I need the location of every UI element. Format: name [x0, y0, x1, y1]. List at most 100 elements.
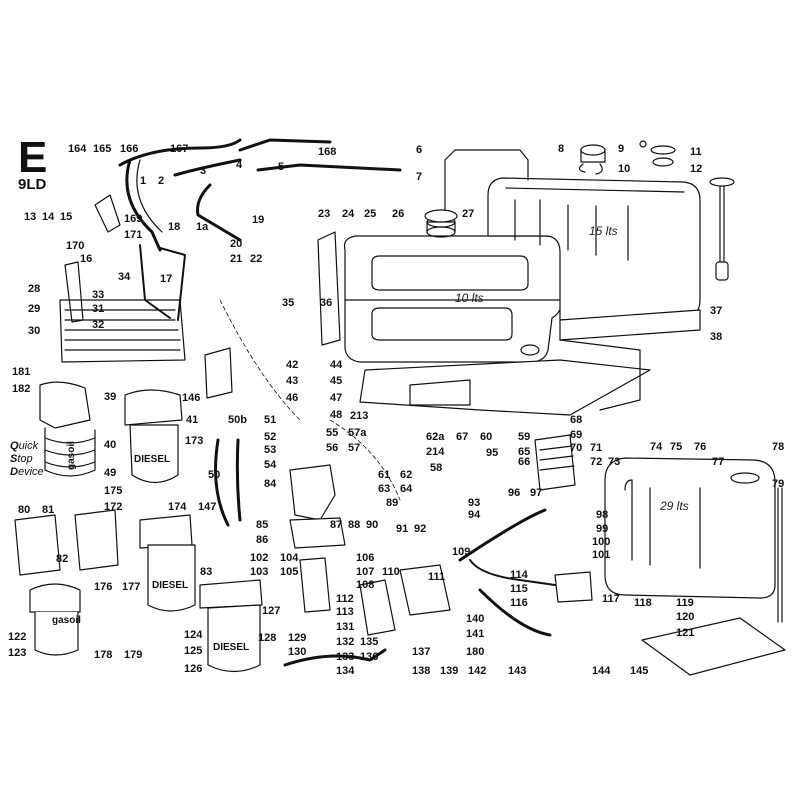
part-number-62a: 62a	[426, 431, 445, 443]
part-number-89: 89	[386, 497, 398, 509]
part-number-73: 73	[608, 456, 620, 468]
part-number-4: 4	[236, 159, 243, 171]
part-number-104: 104	[280, 552, 299, 564]
part-number-59: 59	[518, 431, 530, 443]
part-number-167: 167	[170, 143, 188, 155]
part-number-108: 108	[356, 579, 374, 591]
part-number-27: 27	[462, 208, 474, 220]
part-number-123: 123	[8, 647, 26, 659]
part-number-100: 100	[592, 536, 610, 548]
part-number-50b: 50b	[228, 414, 247, 426]
part-number-41: 41	[186, 414, 198, 426]
part-number-137: 137	[412, 646, 430, 658]
part-number-8: 8	[558, 143, 564, 155]
part-number-173: 173	[185, 435, 203, 447]
part-number-50: 50	[208, 469, 220, 481]
part-number-11: 11	[690, 146, 702, 158]
part-number-146: 146	[182, 392, 200, 404]
part-number-117: 117	[602, 593, 620, 605]
part-number-43: 43	[286, 375, 298, 387]
part-number-78: 78	[772, 441, 784, 453]
part-number-85: 85	[256, 519, 268, 531]
part-number-136: 136	[360, 651, 378, 663]
part-number-97: 97	[530, 487, 542, 499]
part-number-61: 61	[378, 469, 390, 481]
part-number-1: 1	[140, 175, 146, 187]
part-number-116: 116	[510, 597, 528, 609]
filter-brand-diesel-3: DIESEL	[213, 642, 249, 653]
part-number-113: 113	[336, 606, 354, 618]
part-number-28: 28	[28, 283, 40, 295]
part-number-177: 177	[122, 581, 140, 593]
part-number-141: 141	[466, 628, 484, 640]
part-number-125: 125	[184, 645, 202, 657]
part-number-94: 94	[468, 509, 481, 521]
part-number-166: 166	[120, 143, 138, 155]
part-number-18: 18	[168, 221, 180, 233]
tank-29-capacity: 29 lts	[659, 499, 689, 513]
part-number-182: 182	[12, 383, 30, 395]
part-number-106: 106	[356, 552, 374, 564]
part-number-144: 144	[592, 665, 611, 677]
part-number-87: 87	[330, 519, 342, 531]
part-number-79: 79	[772, 478, 784, 490]
part-number-58: 58	[430, 462, 442, 474]
part-number-1a: 1a	[196, 221, 209, 233]
part-number-176: 176	[94, 581, 112, 593]
part-number-64: 64	[400, 483, 413, 495]
part-number-70: 70	[570, 442, 582, 454]
part-number-138: 138	[412, 665, 430, 677]
part-number-129: 129	[288, 632, 306, 644]
part-number-7: 7	[416, 171, 422, 183]
part-number-66: 66	[518, 456, 530, 468]
part-number-15: 15	[60, 211, 72, 223]
engine-model: 9LD	[18, 176, 47, 193]
part-number-181: 181	[12, 366, 30, 378]
part-number-10: 10	[618, 163, 630, 175]
part-number-49: 49	[104, 467, 116, 479]
quick-stop-device-caption: Quick Stop Device	[10, 440, 44, 478]
part-number-20: 20	[230, 238, 242, 250]
fuel-tank-29-lts: 29 lts	[604, 457, 776, 599]
part-number-68: 68	[570, 414, 582, 426]
part-number-72: 72	[590, 456, 602, 468]
part-number-14: 14	[42, 211, 55, 223]
part-number-36: 36	[320, 297, 332, 309]
part-number-119: 119	[676, 597, 694, 609]
part-number-69: 69	[570, 429, 582, 441]
part-number-47: 47	[330, 392, 342, 404]
part-number-122: 122	[8, 631, 26, 643]
part-number-60: 60	[480, 431, 492, 443]
part-number-115: 115	[510, 583, 528, 595]
part-number-127: 127	[262, 605, 280, 617]
filter-brand-diesel-2: DIESEL	[152, 580, 188, 591]
part-number-55: 55	[326, 427, 338, 439]
part-number-213: 213	[350, 410, 368, 422]
fuel-pipes	[118, 138, 402, 321]
part-number-169: 169	[124, 213, 142, 225]
part-number-101: 101	[592, 549, 610, 561]
part-number-95: 95	[486, 447, 498, 459]
part-number-102: 102	[250, 552, 268, 564]
part-number-132: 132	[336, 636, 354, 648]
part-number-145: 145	[630, 665, 648, 677]
part-number-99: 99	[596, 523, 608, 535]
part-number-133: 133	[336, 651, 354, 663]
part-number-114: 114	[510, 569, 529, 581]
part-number-80: 80	[18, 504, 30, 516]
part-number-54: 54	[264, 459, 277, 471]
part-number-135: 135	[360, 636, 378, 648]
part-number-74: 74	[650, 441, 663, 453]
filter-brand-diesel-1: DIESEL	[134, 454, 170, 465]
part-number-134: 134	[336, 665, 355, 677]
part-number-44: 44	[330, 359, 343, 371]
part-number-88: 88	[348, 519, 360, 531]
part-number-65: 65	[518, 446, 530, 458]
part-number-21: 21	[230, 253, 242, 265]
part-number-32: 32	[92, 319, 104, 331]
part-number-67: 67	[456, 431, 468, 443]
part-number-19: 19	[252, 214, 264, 226]
part-number-42: 42	[286, 359, 298, 371]
